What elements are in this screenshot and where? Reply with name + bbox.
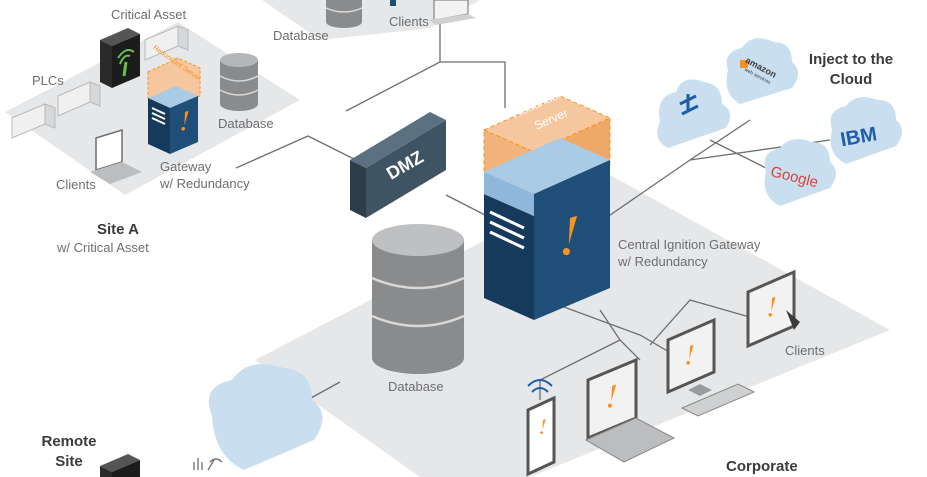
site-a-title: Site A bbox=[97, 221, 139, 238]
central-database-icon bbox=[371, 224, 465, 374]
site-a-gateway-label-line2: w/ Redundancy bbox=[160, 176, 250, 191]
cloud-ibm-icon: IBM bbox=[830, 97, 902, 164]
corporate-clients-label: Clients bbox=[785, 343, 825, 358]
corporate-phone-icon[interactable] bbox=[526, 379, 556, 477]
corporate-desktop-icon[interactable] bbox=[666, 317, 756, 417]
central-database-label: Database bbox=[388, 379, 444, 394]
plc-icons bbox=[11, 25, 189, 139]
remote-site-label-line1: Remote bbox=[41, 433, 97, 450]
site-a-clients-laptop-icon bbox=[90, 128, 142, 184]
dmz-box[interactable] bbox=[350, 112, 446, 218]
top-site-platform bbox=[262, 0, 480, 40]
top-clients-label: Clients bbox=[389, 14, 429, 29]
site-a-database-icon bbox=[219, 53, 259, 111]
top-server-fragment bbox=[390, 0, 396, 6]
site-a-gateway-label-line1: Gateway bbox=[160, 159, 212, 174]
remote-cloud-icon bbox=[208, 364, 323, 470]
remote-antenna-icon bbox=[193, 458, 223, 471]
site-a-clients-label: Clients bbox=[56, 177, 96, 192]
cloud-amazon-icon bbox=[726, 38, 798, 104]
remote-site-device-icon bbox=[100, 454, 140, 477]
cloud-generic-icon bbox=[657, 79, 731, 148]
plcs-label: PLCs bbox=[32, 73, 64, 88]
site-a-gateway-server-icon bbox=[148, 86, 198, 154]
critical-asset-label: Critical Asset bbox=[111, 7, 187, 22]
central-gateway-label-line2: w/ Redundancy bbox=[618, 254, 708, 269]
cloud-title-line2: Cloud bbox=[829, 71, 873, 88]
corporate-laptop-icon[interactable] bbox=[584, 357, 676, 463]
site-a-database-label: Database bbox=[218, 116, 274, 131]
corporate-title: Corporate bbox=[726, 458, 798, 475]
central-gateway-server-icon[interactable] bbox=[484, 138, 610, 320]
site-a-subtitle: w/ Critical Asset bbox=[57, 240, 149, 255]
top-clients-laptop-icon bbox=[428, 0, 476, 25]
central-gateway-label-line1: Central Ignition Gateway bbox=[618, 237, 761, 252]
top-database-icon bbox=[325, 0, 363, 28]
cloud-icons: IBM Google bbox=[208, 38, 902, 470]
corporate-tablet-icon[interactable] bbox=[746, 269, 800, 349]
remote-site-label-line2: Site bbox=[55, 453, 83, 470]
critical-asset-icon bbox=[100, 28, 140, 88]
central-platform bbox=[255, 175, 890, 477]
cloud-title-line1: Inject to the bbox=[808, 51, 894, 68]
cloud-google-icon: Google bbox=[764, 139, 836, 206]
top-database-label: Database bbox=[273, 28, 329, 43]
